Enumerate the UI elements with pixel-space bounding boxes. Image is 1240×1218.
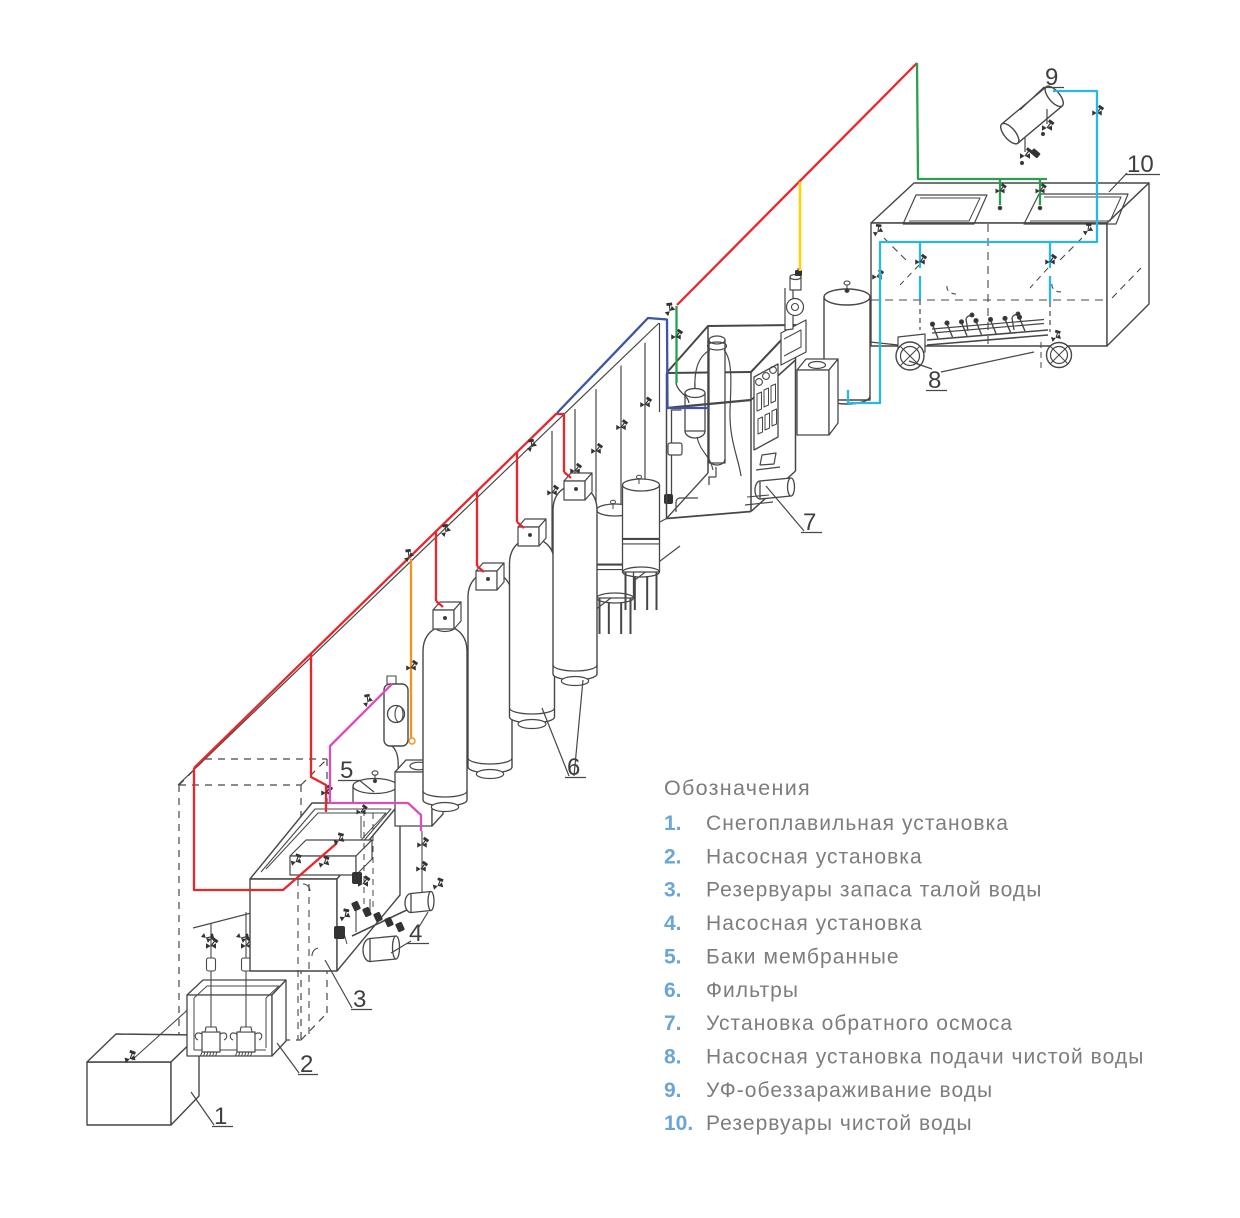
svg-text:5: 5	[340, 757, 353, 784]
svg-text:3.: 3.	[664, 879, 682, 902]
svg-text:6.: 6.	[664, 979, 682, 1002]
svg-text:10.: 10.	[664, 1112, 693, 1135]
svg-text:Резервуары запаса талой воды: Резервуары запаса талой воды	[706, 879, 1042, 902]
svg-text:7.: 7.	[664, 1012, 682, 1035]
svg-text:9.: 9.	[664, 1079, 682, 1102]
svg-text:Фильтры: Фильтры	[706, 979, 799, 1002]
svg-text:Обозначения: Обозначения	[664, 776, 811, 800]
svg-text:Резервуары чистой воды: Резервуары чистой воды	[706, 1112, 973, 1135]
svg-text:8.: 8.	[664, 1045, 682, 1068]
svg-text:10: 10	[1127, 151, 1154, 178]
svg-text:Насосная установка: Насосная установка	[706, 912, 923, 935]
svg-text:2.: 2.	[664, 845, 682, 868]
svg-text:5.: 5.	[664, 945, 682, 968]
svg-text:Насосная установка: Насосная установка	[706, 845, 923, 868]
svg-text:Баки мембранные: Баки мембранные	[706, 945, 900, 968]
svg-text:6: 6	[567, 754, 580, 781]
svg-text:3: 3	[353, 986, 366, 1013]
svg-text:4.: 4.	[664, 912, 682, 935]
svg-text:Установка обратного осмоса: Установка обратного осмоса	[706, 1012, 1013, 1035]
svg-text:8: 8	[928, 367, 941, 394]
svg-text:1: 1	[214, 1103, 227, 1130]
svg-text:9: 9	[1045, 64, 1058, 91]
svg-text:7: 7	[803, 509, 816, 536]
svg-text:1.: 1.	[664, 812, 682, 835]
svg-text:Насосная установка подачи чист: Насосная установка подачи чистой воды	[706, 1045, 1144, 1068]
svg-text:УФ-обеззараживание воды: УФ-обеззараживание воды	[706, 1079, 993, 1102]
svg-text:Снегоплавильная установка: Снегоплавильная установка	[706, 812, 1009, 835]
svg-text:2: 2	[300, 1051, 313, 1078]
